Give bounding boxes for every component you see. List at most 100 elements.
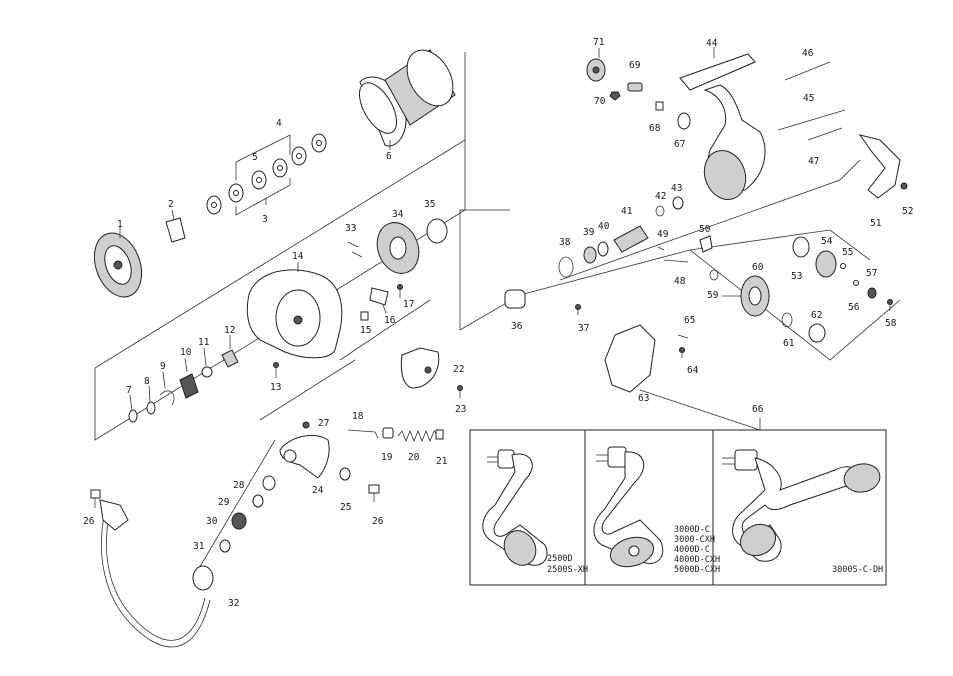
part-8: 8 — [144, 376, 156, 415]
part-number: 27 — [318, 418, 329, 429]
part-65: 65 — [677, 315, 695, 339]
part-18: 18 — [347, 411, 379, 439]
part-56: 56 — [848, 280, 860, 313]
part-28: 28 — [233, 475, 276, 491]
part-number: 54 — [821, 236, 833, 247]
part-15: 15 — [360, 311, 371, 336]
part-number: 17 — [403, 299, 414, 310]
part-23: 23 — [455, 385, 466, 415]
part-number: 20 — [408, 452, 420, 463]
variant-label: 2500D — [547, 554, 573, 564]
part-number: 49 — [657, 229, 669, 240]
part-number: 5 — [252, 152, 258, 163]
part-37: 37 — [575, 304, 589, 334]
part-number: 70 — [594, 96, 606, 107]
variant-label: 5000D-CXH — [674, 565, 720, 575]
part-21: 21 — [435, 429, 448, 467]
part-number: 69 — [629, 60, 641, 71]
part-43: 43 — [671, 183, 684, 210]
part-number: 12 — [224, 325, 235, 336]
part-7: 7 — [126, 385, 138, 423]
part-2: 2 — [165, 199, 186, 243]
part-29: 29 — [218, 494, 264, 508]
part-number: 56 — [848, 302, 860, 313]
part-10: 10 — [179, 347, 199, 399]
variant-label: 2500S-XH — [547, 565, 588, 575]
part-44-body: 44 — [679, 38, 766, 200]
part-number: 32 — [228, 598, 239, 609]
part-number: 53 — [791, 271, 802, 282]
part-number: 58 — [885, 318, 897, 329]
part-1: 1 — [93, 219, 143, 298]
part-48: 48 — [663, 259, 689, 287]
handle-knob-icon — [482, 449, 548, 566]
part-51: 51 — [858, 134, 901, 229]
part-number: 7 — [126, 385, 132, 396]
part-34: 34 — [376, 209, 420, 274]
variant-label: 3000S-C-DH — [832, 565, 883, 575]
part-41: 41 — [613, 206, 649, 253]
part-number: 1 — [117, 219, 123, 230]
part-number: 10 — [180, 347, 192, 358]
part-number: 29 — [218, 497, 230, 508]
part-number: 14 — [292, 251, 304, 262]
variant-label: 3000-CXH — [674, 535, 715, 545]
part-11: 11 — [198, 337, 213, 378]
part-number: 11 — [198, 337, 210, 348]
part-number: 26 — [83, 516, 95, 527]
part-number: 59 — [707, 290, 719, 301]
part-26-b: 26 — [83, 489, 101, 527]
part-53: 53 — [791, 236, 810, 282]
part-20-spring: 20 — [397, 429, 439, 463]
part-27: 27 — [302, 418, 329, 429]
part-19: 19 — [381, 427, 394, 463]
part-number: 21 — [436, 456, 448, 467]
part-30: 30 — [206, 512, 247, 530]
part-60-gear: 60 — [722, 262, 770, 317]
part-number: 38 — [559, 237, 571, 248]
part-38: 38 — [558, 237, 574, 278]
part-number: 24 — [312, 485, 324, 496]
handle-leader-lines — [194, 299, 431, 576]
part-number: 22 — [453, 364, 464, 375]
part-number: 39 — [583, 227, 595, 238]
part-number: 42 — [655, 191, 666, 202]
part-number: 30 — [206, 516, 218, 527]
part-25: 25 — [339, 467, 351, 513]
body-assembly-outline — [459, 159, 901, 431]
variant-label: 3000D-C — [674, 525, 710, 535]
part-12: 12 — [221, 325, 239, 368]
part-71: 71 — [586, 37, 606, 82]
part-number: 2 — [168, 199, 174, 210]
handle-knob-icon — [593, 446, 664, 568]
part-number: 46 — [802, 48, 814, 59]
part-64: 64 — [679, 347, 699, 376]
part-57: 57 — [866, 268, 877, 299]
part-number: 15 — [360, 325, 371, 336]
part-number: 3 — [262, 214, 268, 225]
part-58: 58 — [885, 299, 897, 329]
part-number: 63 — [638, 393, 649, 404]
part-14-rotor: 14 — [246, 251, 343, 359]
variant-label: 4000D-C — [674, 545, 710, 555]
double-handle-icon — [722, 449, 881, 562]
part-number: 9 — [160, 361, 166, 372]
part-33: 33 — [345, 223, 363, 258]
part-number: 6 — [386, 151, 392, 162]
part-31: 31 — [193, 539, 231, 553]
part-number: 34 — [392, 209, 404, 220]
part-32-bail-wire: 32 — [99, 499, 239, 648]
part-number: 28 — [233, 480, 245, 491]
part-6-spool: 6 — [358, 49, 456, 162]
part-number: 8 — [144, 376, 150, 387]
variant-label: 4000D-CXH — [674, 555, 720, 565]
part-number: 40 — [598, 221, 610, 232]
part-number: 60 — [752, 262, 764, 273]
part-59: 59 — [707, 269, 719, 301]
part-number: 51 — [870, 218, 882, 229]
part-61: 61 — [781, 312, 795, 349]
part-number: 66 — [752, 404, 764, 415]
part-number: 35 — [424, 199, 435, 210]
part-number: 57 — [866, 268, 877, 279]
part-13: 13 — [270, 362, 281, 393]
